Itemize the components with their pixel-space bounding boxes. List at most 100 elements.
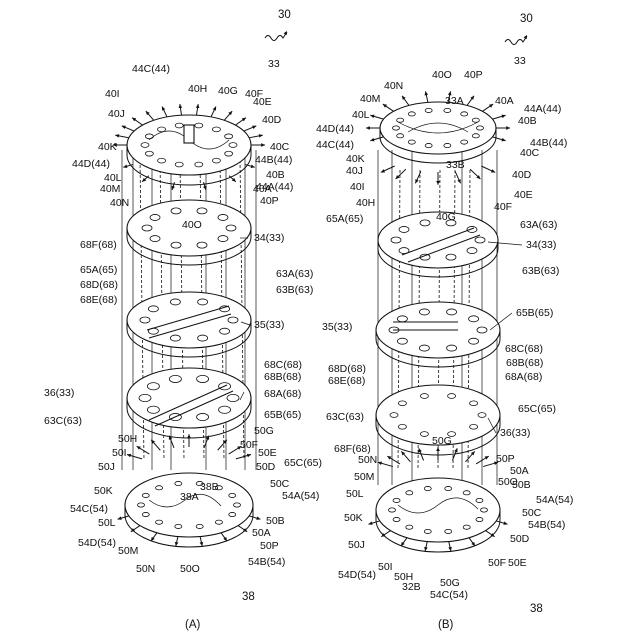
port-hole-a <box>218 214 228 220</box>
port-hole-a <box>198 299 208 305</box>
panel-b-bottom-label: 50F <box>488 557 506 569</box>
panel-a-top-label: 40J <box>108 108 125 120</box>
panel-b-top-label: 40K <box>346 153 365 165</box>
port-hole-b <box>408 140 415 144</box>
port-hole-a <box>169 375 181 382</box>
panel-b-bottom-label: 54B(54) <box>528 519 565 531</box>
panel-a-bottom-label: 50M <box>118 545 138 557</box>
port-hole-b <box>424 529 431 533</box>
port-hole-a <box>170 299 180 305</box>
panel-a-mid-label: 68C(68) <box>264 359 302 371</box>
port-hole-a <box>218 236 228 242</box>
port-hole-b <box>478 413 486 418</box>
panel-b-bottom-label: 54C(54) <box>430 589 468 601</box>
panel-b-bottom-label: 32B <box>402 581 421 593</box>
panel-b-top-label: 40I <box>350 181 365 193</box>
port-hole-b <box>406 525 413 529</box>
panel-a-top-label: 40C <box>270 141 290 153</box>
port-hole-a <box>156 486 163 490</box>
port-hole-b <box>448 394 456 399</box>
panel-b-top-label: 44C(44) <box>316 139 354 151</box>
panel-a-top-label: 40I <box>105 88 120 100</box>
panel-a-mid-label: 63A(63) <box>276 268 313 280</box>
port-hole-b <box>463 525 470 529</box>
panel-b-top-label: 40H <box>356 197 375 209</box>
panel-b-bottom-label: 50N <box>358 454 377 466</box>
port-hole-b <box>397 338 407 344</box>
panel-b-top-label: 40D <box>512 169 532 181</box>
port-hole-a <box>158 127 166 132</box>
port-hole-b <box>470 401 478 406</box>
fig-ref-a: 30 <box>278 9 291 21</box>
up-arrow-a <box>187 434 191 438</box>
port-hole-b <box>472 118 479 122</box>
panel-b-mid-label: 68A(68) <box>505 371 542 383</box>
panel-a-top-label: 40H <box>188 83 207 95</box>
panel-b-top-label: 40L <box>352 109 370 121</box>
panel-a-bottom-label: 50J <box>98 461 115 473</box>
panel-a-mid-label: 68E(68) <box>80 294 117 306</box>
bottom-ref-a: 38 <box>242 591 255 603</box>
port-hole-a <box>197 208 207 214</box>
port-hole-b <box>476 498 483 502</box>
panel-a-mid-label: 68D(68) <box>80 279 118 291</box>
panel-a-bottom-label: 54A(54) <box>282 490 319 502</box>
port-hole-b <box>391 237 401 243</box>
port-hole-b <box>467 248 477 254</box>
panel-a-bottom-label: 50B <box>266 515 285 527</box>
panel-a-top-label: 40G <box>218 85 238 97</box>
panel-b-bottom-label: 50I <box>378 561 393 573</box>
fig-ref-b: 30 <box>520 13 533 25</box>
port-hole-a <box>229 143 237 148</box>
port-hole-a <box>228 317 238 323</box>
panel-a-bottom-label: 50E <box>258 447 277 459</box>
panel-a-mid-label: 68A(68) <box>264 388 301 400</box>
port-hole-b <box>475 237 485 243</box>
port-hole-a <box>196 524 203 528</box>
port-hole-a <box>140 317 150 323</box>
panel-a-top-label: 40O <box>182 219 202 231</box>
port-hole-b <box>424 486 431 490</box>
port-hole-a <box>150 214 160 220</box>
port-hole-a <box>145 134 153 139</box>
panel-a-top-label: 44C(44) <box>132 63 170 75</box>
panel-a-top-label: 40E <box>253 96 272 108</box>
line-drawing <box>113 31 527 552</box>
port-hole-b <box>393 126 400 130</box>
port-hole-a <box>148 306 158 312</box>
panel-a-mid-label: 68B(68) <box>264 371 301 383</box>
panel-b-bottom-label: 50J <box>348 539 365 551</box>
panel-b-mid-label: 68E(68) <box>328 375 365 387</box>
panel-a-top-label: 44D(44) <box>72 158 110 170</box>
port-hole-a <box>158 158 166 163</box>
port-hole-a <box>197 413 209 420</box>
panel-b-mid-label: 35(33) <box>322 321 352 333</box>
port-hole-b <box>444 108 451 112</box>
panel-b-bottom-label: 50B <box>512 479 531 491</box>
port-hole-b <box>397 316 407 322</box>
port-hole-b <box>389 508 396 512</box>
port-hole-b <box>398 424 406 429</box>
panel-a-mid-label: 68F(68) <box>80 239 117 251</box>
port-hole-a <box>147 383 159 390</box>
port-hole-b <box>461 140 468 144</box>
panel-b-top-label: 44A(44) <box>524 103 561 115</box>
panel-a-mid-label: 34(33) <box>254 232 284 244</box>
top-arrow-a <box>259 134 263 138</box>
panel-b-top-label: 40F <box>494 201 512 213</box>
port-hole-a <box>195 162 203 167</box>
panel-a-mid-label: 36(33) <box>44 387 74 399</box>
panel-a-bottom-label: 38B <box>200 481 219 493</box>
port-hole-b <box>463 491 470 495</box>
panel-b-mid-label: 63A(63) <box>520 219 557 231</box>
port-hole-a <box>215 520 222 524</box>
port-hole-a <box>175 481 182 485</box>
panel-b-mid-label: 68C(68) <box>505 343 543 355</box>
port-hole-a <box>171 208 181 214</box>
panel-a-mid-label: 65A(65) <box>80 264 117 276</box>
panel-a-bottom-label: 50A <box>252 527 271 539</box>
port-hole-a <box>225 151 233 156</box>
panel-b-top-label: 33B <box>446 159 465 171</box>
port-hole-a <box>212 158 220 163</box>
panel-a-bottom-label: 54C(54) <box>70 503 108 515</box>
